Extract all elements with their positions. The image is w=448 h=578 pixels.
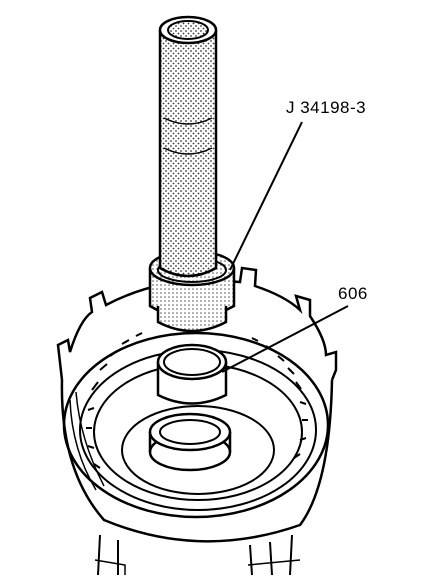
installer-tool [148, 15, 236, 333]
leader-lines [221, 121, 349, 373]
center-hub [148, 412, 232, 472]
leader-tool [229, 121, 303, 271]
spline-teeth [69, 332, 308, 491]
callout-part: 606 [338, 284, 368, 303]
callout-tool: J 34198-3 [286, 98, 367, 117]
leader-part [221, 305, 349, 373]
part-606-bushing [156, 343, 228, 405]
